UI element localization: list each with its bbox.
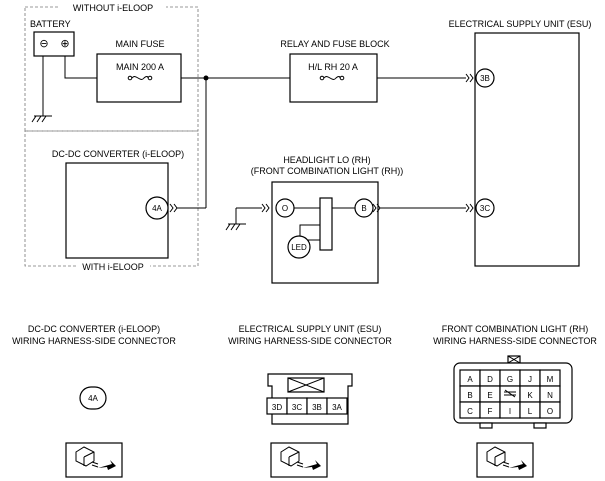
fcl-pin: A	[467, 375, 473, 384]
fcl-pin: C	[467, 407, 473, 416]
svg-text:3C: 3C	[480, 204, 490, 213]
fcl-pin: D	[487, 375, 493, 384]
svg-text:3B: 3B	[480, 74, 490, 83]
connector-chevron-icon	[261, 203, 270, 213]
main-fuse-rating: MAIN 200 A	[116, 62, 164, 72]
harness-plug-icon	[65, 442, 123, 478]
esu-connector-pin: 3A	[332, 403, 342, 412]
with-ieloop-group	[24, 130, 199, 267]
without-ieloop-label: WITHOUT i-ELOOP	[73, 3, 153, 13]
headlight-title-1: HEADLIGHT LO (RH)	[283, 155, 370, 165]
connector-chevron-icon	[465, 203, 474, 213]
with-ieloop-label: WITH i-ELOOP	[82, 262, 144, 272]
fcl-pin-h-blocked-icon	[504, 389, 516, 398]
dcdc-connector-body	[79, 386, 107, 410]
fcl-pin: J	[528, 375, 532, 384]
relay-fuse-rating: H/L RH 20 A	[308, 62, 358, 72]
dcdc-connector-title-1: DC-DC CONVERTER (i-ELOOP)	[28, 324, 160, 334]
fcl-pin: F	[488, 407, 493, 416]
fuse-icon	[127, 75, 153, 81]
fcl-connector-title-2: WIRING HARNESS-SIDE CONNECTOR	[433, 336, 597, 346]
esu-connector-pin: 3B	[312, 403, 322, 412]
relay-fuse-block	[289, 53, 378, 103]
esu-box	[474, 32, 580, 267]
fcl-pin: E	[487, 391, 492, 400]
svg-text:LED: LED	[291, 243, 307, 252]
fcl-pin: M	[547, 375, 554, 384]
fcl-pin: L	[528, 407, 533, 416]
fcl-pin: B	[467, 391, 472, 400]
ground-icon	[31, 115, 52, 123]
esu-title: ELECTRICAL SUPPLY UNIT (ESU)	[449, 19, 592, 29]
esu-connector-title-1: ELECTRICAL SUPPLY UNIT (ESU)	[239, 324, 382, 334]
harness-plug-icon	[270, 442, 328, 478]
led-icon	[287, 235, 311, 259]
relay-fuse-block-title: RELAY AND FUSE BLOCK	[280, 39, 389, 49]
connector-chevron-icon	[465, 73, 474, 83]
dcdc-pin-4a	[145, 196, 169, 220]
fcl-pin: G	[507, 375, 513, 384]
dcdc-connector-pin: 4A	[88, 394, 98, 403]
battery	[33, 31, 75, 57]
fuse-icon	[319, 75, 345, 81]
main-fuse-box	[96, 53, 182, 103]
led-module	[319, 197, 333, 251]
main-fuse-title: MAIN FUSE	[115, 39, 164, 49]
fcl-pin: O	[547, 407, 553, 416]
connector-chevron-icon	[169, 203, 178, 213]
esu-pin-3b	[475, 68, 495, 88]
svg-text:4A: 4A	[152, 204, 162, 213]
battery-positive-terminal: ⊕	[60, 38, 69, 50]
dcdc-connector-title-2: WIRING HARNESS-SIDE CONNECTOR	[12, 336, 176, 346]
fcl-pin: N	[547, 391, 553, 400]
fcl-connector-title-1: FRONT COMBINATION LIGHT (RH)	[442, 324, 589, 334]
esu-pin-3c	[475, 198, 495, 218]
headlight-title-2: (FRONT COMBINATION LIGHT (RH))	[251, 166, 404, 176]
esu-connector-title-2: WIRING HARNESS-SIDE CONNECTOR	[228, 336, 392, 346]
dcdc-title: DC-DC CONVERTER (i-ELOOP)	[52, 149, 184, 159]
esu-connector-pin: 3C	[292, 403, 302, 412]
svg-text:O: O	[282, 204, 288, 213]
esu-connector-pins: 3D 3C 3B 3A	[266, 397, 348, 415]
ground-icon	[225, 208, 246, 231]
esu-connector-pin: 3D	[272, 403, 282, 412]
battery-label: BATTERY	[30, 19, 71, 29]
svg-text:B: B	[361, 204, 366, 213]
fcl-pin: K	[527, 391, 533, 400]
fcl-pin: I	[509, 407, 511, 416]
fcl-connector-pins: A D G J M B E K N C F I L O	[459, 369, 561, 419]
battery-negative-terminal: ⊖	[39, 38, 48, 50]
harness-plug-icon	[476, 442, 534, 478]
